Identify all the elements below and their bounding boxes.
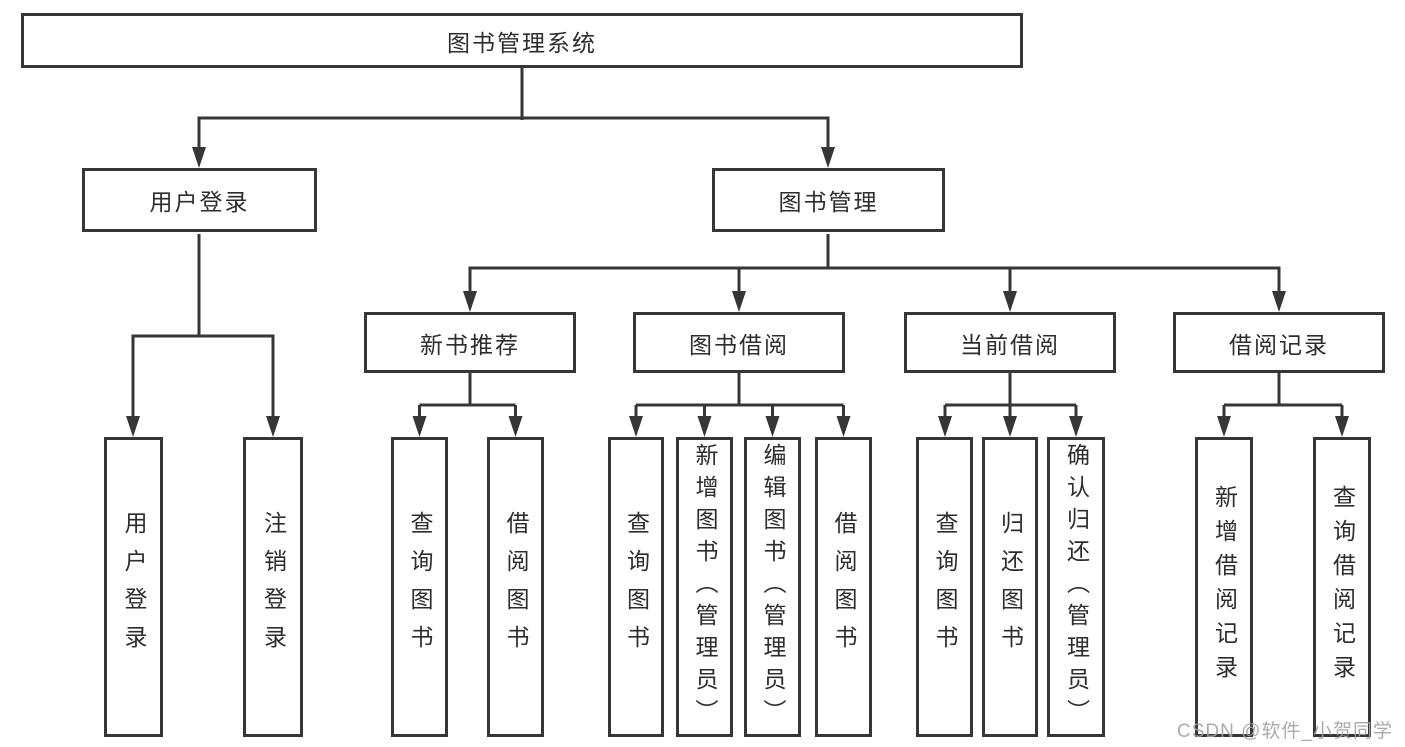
leaf-add-book-admin: 新增图书（管理员） (676, 437, 733, 737)
node-current-borrowing: 当前借阅 (904, 312, 1116, 373)
node-root: 图书管理系统 (21, 13, 1023, 68)
leaf-query-books-current: 查询图书 (916, 437, 973, 737)
leaf-confirm-return-admin: 确认归还（管理员） (1047, 437, 1105, 737)
leaf-return-book: 归还图书 (982, 437, 1038, 737)
leaf-query-books-recommend: 查询图书 (391, 437, 448, 737)
node-book-borrowing: 图书借阅 (633, 312, 845, 373)
node-book-management: 图书管理 (712, 168, 945, 232)
leaf-borrow-books: 借阅图书 (815, 437, 872, 737)
node-new-book-recommendation: 新书推荐 (364, 312, 576, 373)
leaf-query-books-borrow: 查询图书 (608, 437, 664, 737)
arrowheads (126, 147, 1349, 437)
leaf-query-borrow-record: 查询借阅记录 (1313, 437, 1371, 737)
leaf-logout: 注销登录 (243, 437, 303, 737)
leaf-add-borrow-record: 新增借阅记录 (1195, 437, 1253, 737)
leaf-edit-book-admin: 编辑图书（管理员） (744, 437, 801, 737)
node-user-login: 用户登录 (82, 168, 317, 232)
node-borrowing-records: 借阅记录 (1173, 312, 1385, 373)
leaf-borrow-books-recommend: 借阅图书 (487, 437, 544, 737)
leaf-user-login: 用户登录 (104, 437, 163, 737)
watermark: CSDN @软件_小贺同学 (1177, 721, 1393, 742)
